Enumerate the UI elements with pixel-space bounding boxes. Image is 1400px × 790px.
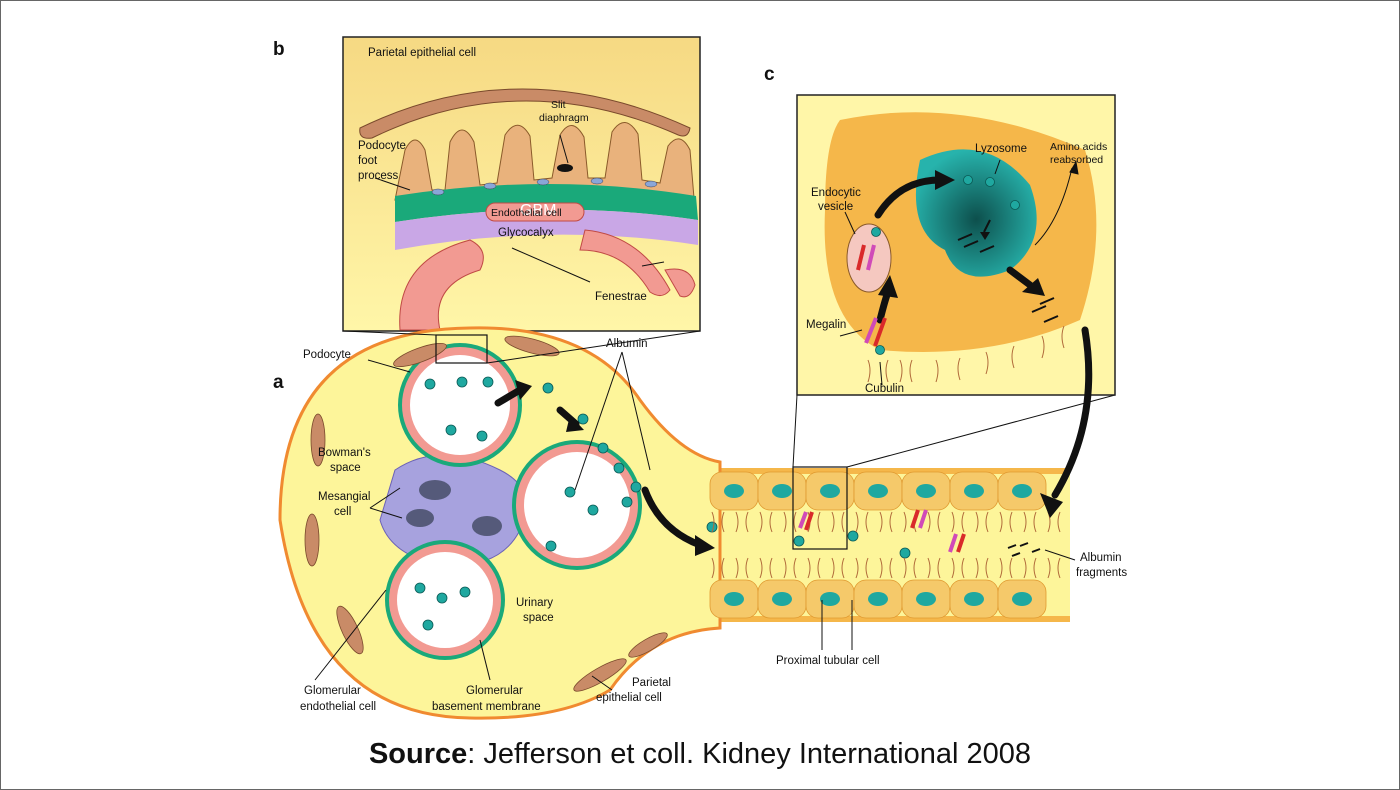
label-c-amino-1: Amino acids: [1050, 141, 1107, 153]
label-c-amino-2: reabsorbed: [1050, 154, 1103, 166]
label-a-mesangial-2: cell: [334, 506, 351, 518]
label-a-glom-endo-1: Glomerular: [304, 685, 361, 697]
panel-letter-a: a: [273, 372, 284, 393]
caption-bold: Source: [369, 738, 467, 770]
caption-rest: : Jefferson et coll. Kidney Internationa…: [467, 738, 1031, 770]
label-c-endocytic-1: Endocytic: [811, 187, 861, 199]
label-a-parietal-1: Parietal: [632, 677, 671, 689]
label-a-glom-bm-2: basement membrane: [432, 701, 541, 713]
source-caption: Source: Jefferson et coll. Kidney Intern…: [0, 738, 1400, 771]
label-b-fenestrae: Fenestrae: [595, 291, 647, 303]
label-a-albumin-fragments-1: Albumin: [1080, 552, 1122, 564]
label-c-megalin: Megalin: [806, 319, 846, 331]
label-b-endothelial: Endothelial cell: [491, 207, 562, 219]
label-a-albumin-fragments-2: fragments: [1076, 567, 1127, 579]
panel-letter-b: b: [273, 39, 285, 60]
kidney-diagram: b c a Parietal epithelial cell Slit diap…: [0, 0, 1400, 730]
panel-letter-c: c: [764, 64, 775, 85]
label-b-parietal: Parietal epithelial cell: [368, 47, 476, 59]
label-b-podocyte-3: process: [358, 170, 399, 182]
label-a-bowman-1: Bowman's: [318, 447, 371, 459]
label-a-glom-endo-2: endothelial cell: [300, 701, 376, 713]
label-b-podocyte-1: Podocyte: [358, 140, 406, 152]
label-a-mesangial-1: Mesangial: [318, 491, 370, 503]
label-b-glycocalyx: Glycocalyx: [498, 227, 554, 239]
label-a-proximal: Proximal tubular cell: [776, 655, 880, 667]
label-a-albumin: Albumin: [606, 338, 648, 350]
panel-b-inset: [343, 37, 700, 331]
label-c-lyzosome: Lyzosome: [975, 143, 1027, 155]
label-b-slit-2: diaphragm: [539, 112, 589, 124]
label-a-glom-bm-1: Glomerular: [466, 685, 523, 697]
label-a-bowman-2: space: [330, 462, 361, 474]
label-c-endocytic-2: vesicle: [818, 201, 853, 213]
label-a-parietal-2: epithelial cell: [596, 692, 662, 704]
label-b-podocyte-2: foot: [358, 155, 378, 167]
label-a-urinary-1: Urinary: [516, 597, 553, 609]
label-c-cubulin: Cubulin: [865, 383, 904, 395]
label-a-podocyte: Podocyte: [303, 349, 351, 361]
label-b-slit-1: Slit: [551, 99, 566, 111]
label-a-urinary-2: space: [523, 612, 554, 624]
